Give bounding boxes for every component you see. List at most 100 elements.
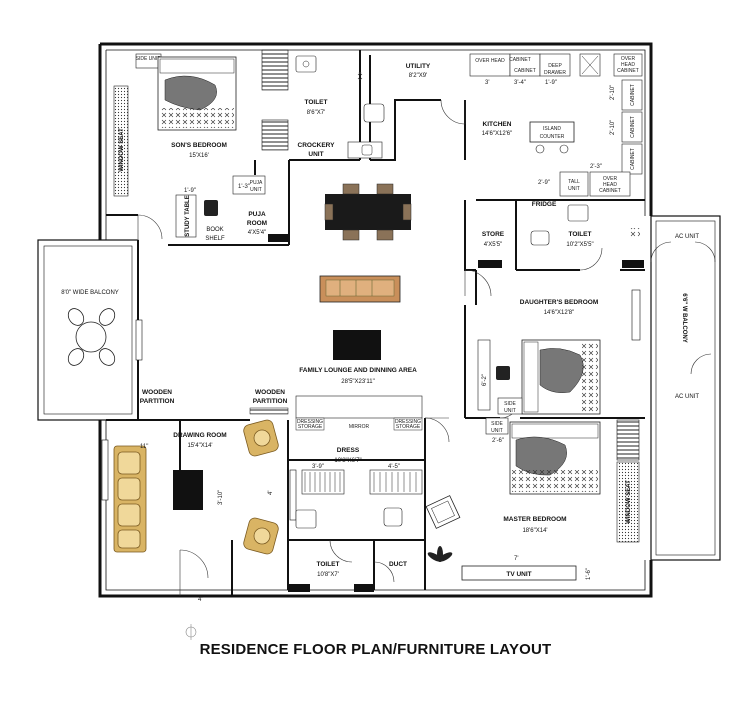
dim-3: 3': [485, 80, 489, 86]
ac-unit-top-label: AC UNIT: [675, 234, 699, 240]
dim-2-3: 2'-3": [590, 164, 602, 170]
dim-2-10b: 2'-10": [610, 120, 616, 135]
dim-4: 4': [198, 597, 202, 603]
wooden-partition-left: WOODEN PARTITION: [140, 389, 175, 405]
dress-storage-1-l1: DRESSING: [297, 419, 323, 425]
dim-4b: 4': [268, 491, 274, 495]
drawing-name: DRAWING ROOM: [173, 432, 226, 439]
dim-3-9: 3'-9": [312, 464, 324, 470]
toilet-1-size: 8'6"X7': [307, 110, 325, 116]
master-bedroom: SIDE UNIT 2'-6" WINDOW SEAT MASTER BEDRO…: [425, 417, 640, 581]
master-name: MASTER BEDROOM: [503, 516, 566, 523]
store-size: 4'X5'5": [484, 242, 502, 248]
toilet-2: TOILET 10'2"X5'5": [530, 204, 640, 248]
sons-bedroom-name: SON'S BEDROOM: [171, 142, 227, 149]
wp-left-l1: WOODEN: [142, 389, 172, 396]
puja-area: PUJA UNIT 1'-3" PUJA ROOM 4'X5'4": [232, 175, 267, 236]
dim-7: 7': [514, 556, 518, 562]
island-l1: ISLAND: [543, 126, 561, 132]
sons-bedroom-size: 15'X16': [189, 153, 209, 159]
deep-drawer-l1: DEEP: [548, 63, 562, 69]
compass: [185, 624, 197, 640]
dim-1-6: 1'-6": [586, 568, 592, 580]
crockery-l2: UNIT: [308, 151, 323, 158]
dim-2-10: 2'-10": [610, 85, 616, 100]
daughters-size: 14'6"X12'8": [544, 310, 575, 316]
toilet-3-size: 10'8"X7': [317, 572, 339, 578]
master-size: 18'6"X14': [522, 528, 547, 534]
oh-cab-3-l3: CABINET: [599, 188, 621, 194]
kitchen-size: 14'6"X12'6": [482, 131, 513, 137]
outer-walls: [98, 42, 653, 598]
dining-set: [324, 183, 412, 241]
tall-unit-l1: TALL: [568, 179, 580, 185]
toilet-3-name: TOILET: [317, 561, 340, 568]
puja-room-size: 4'X5'4": [248, 230, 266, 236]
drawing-room: DRAWING ROOM 15'4"X14' 11" 3'-10" 4': [113, 419, 279, 603]
store-name: STORE: [482, 231, 505, 238]
wall-blocks: [268, 234, 644, 592]
dim-11: 11": [140, 444, 148, 450]
lounge-name: FAMILY LOUNGE AND DINNING AREA: [299, 367, 417, 374]
cabinet-1: CABINET: [514, 68, 536, 74]
internal-walls: [106, 50, 645, 596]
lounge-size: 28'5"X23'11": [341, 379, 374, 385]
left-balcony: 8'0" WIDE BALCONY: [37, 239, 139, 421]
dress-name: DRESS: [337, 447, 360, 454]
sons-bed: [157, 56, 237, 131]
book-shelf-label-2: SHELF: [205, 236, 225, 242]
drawing-size: 15'4"X14': [187, 443, 212, 449]
puja-unit-l2: UNIT: [250, 187, 262, 193]
toilet-3: TOILET 10'8"X7' DUCT: [295, 507, 407, 578]
dress-size: 10'8"X6'7": [334, 458, 361, 464]
toilet-2-name: TOILET: [569, 231, 592, 238]
oh-cab-2-l1: OVER: [621, 56, 636, 62]
lounge-sofa: [319, 275, 401, 303]
wp-right-l1: WOODEN: [255, 389, 285, 396]
balcony-table: [67, 308, 116, 366]
window-seat-label-2: WINDOW SEAT: [626, 480, 632, 524]
window-seat-label-1: WINDOW SEAT: [119, 128, 125, 172]
side-unit-2-l1: SIDE: [504, 401, 516, 407]
dim-6-2: 6'-2": [482, 374, 488, 386]
armchairs: [243, 419, 279, 555]
right-balcony: AC UNIT AC UNIT 6'6" W BALCONY: [650, 215, 721, 561]
cabinet-top: CABINET: [509, 57, 531, 63]
utility-size: 8'2"X9': [409, 73, 427, 79]
crockery-l1: CROCKERY: [298, 142, 336, 149]
wooden-partition-right: WOODEN PARTITION: [249, 389, 289, 415]
side-unit-2-l2: UNIT: [504, 408, 516, 414]
plant: [427, 546, 453, 562]
cab-v2: CABINET: [630, 116, 636, 138]
dim-2-9: 2'-9": [538, 180, 550, 186]
book-shelf-label-1: BOOK: [206, 227, 223, 233]
kitchen: OVER HEAD CABINET CABINET DEEP DRAWER OV…: [469, 53, 643, 208]
puja-room-name-2: ROOM: [247, 220, 267, 227]
store: STORE 4'X5'5": [482, 231, 505, 248]
daughters-bedroom: DAUGHTER'S BEDROOM 14'6"X12'8" 6'-2" SID…: [477, 299, 601, 415]
toilet-1-name: TOILET: [305, 99, 328, 106]
side-unit-3-l2: UNIT: [491, 428, 503, 434]
dress-area: DRESSING STORAGE DRESSING STORAGE MIRROR…: [268, 395, 423, 495]
wp-left-l2: PARTITION: [140, 398, 175, 405]
toilet-1: TOILET 8'6"X7': [295, 55, 385, 123]
dress-storage-1-l2: STORAGE: [298, 424, 323, 430]
wp-right-l2: PARTITION: [253, 398, 288, 405]
island-l2: COUNTER: [540, 134, 565, 140]
dress-storage-2-l2: STORAGE: [396, 424, 421, 430]
cab-v1: CABINET: [630, 84, 636, 106]
drawing-sofa: [113, 445, 147, 553]
utility: UTILITY 8'2"X9': [406, 63, 431, 79]
dim-1-9b: 1'-9": [545, 80, 557, 86]
tv-unit-label: TV UNIT: [506, 571, 531, 578]
tall-unit-l2: UNIT: [568, 186, 580, 192]
side-unit-label-1: SIDE UNIT: [136, 56, 161, 62]
balcony-6-label: 6'6" W BALCONY: [681, 293, 687, 343]
dim-3-4: 3'-4": [514, 80, 526, 86]
sons-bedroom: SIDE UNIT WINDOW SEAT SON'S BEDROOM 15'X…: [113, 53, 237, 242]
dim-1-3: 1'-3": [238, 184, 250, 190]
deep-drawer-l2: DRAWER: [544, 70, 566, 76]
dim-4-5: 4'-5": [388, 464, 400, 470]
mirror-label: MIRROR: [349, 424, 370, 430]
